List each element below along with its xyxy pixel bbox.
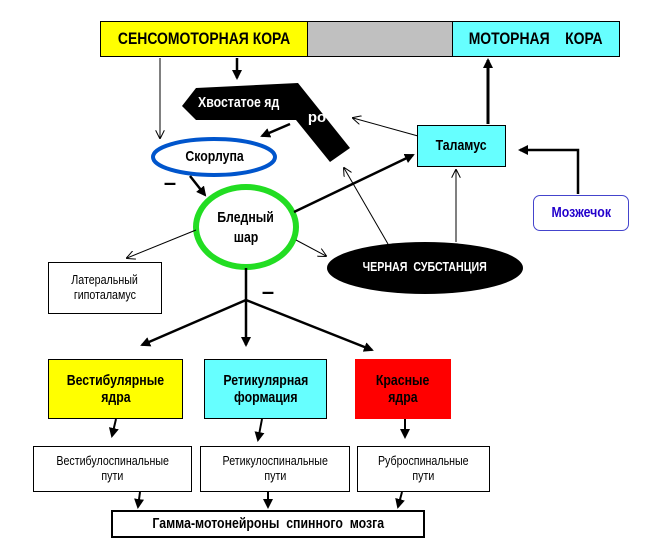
cerebellum-box: Мозжечок <box>533 195 629 231</box>
vestibular-nuclei-box: Вестибулярные ядра <box>48 359 183 419</box>
arrow-globus-nigra <box>295 239 326 256</box>
arrow-vestibular-gamma <box>134 491 145 509</box>
thalamus-box: Таламус <box>417 125 506 167</box>
substantia-nigra-label: ЧЕРНАЯ СУБСТАНЦИЯ <box>362 259 488 274</box>
arrow-to-red <box>245 298 374 352</box>
arrow-vestibular-tract <box>108 418 119 438</box>
gray-cortex-segment <box>307 21 453 57</box>
motor-cortex-label: МОТОРНАЯ КОРА <box>469 29 603 49</box>
arrow-globus-hypothalamus <box>127 229 197 258</box>
rubrospinal-tract-box: Руброспинальные пути <box>357 446 490 492</box>
lateral-hypothalamus-box: Латеральный гипоталамус <box>48 262 162 314</box>
caudate-nucleus-label: Хвостатое яд <box>198 94 280 111</box>
putamen-ring <box>151 137 277 177</box>
caudate-nucleus-shape <box>182 83 350 162</box>
arrow-rubrospinal-gamma <box>395 491 405 509</box>
caudate-nucleus-label-end: ро <box>307 109 327 126</box>
arrow-putamen-globus <box>189 175 207 197</box>
globus-pallidus-ring <box>193 184 299 270</box>
arrow-caudate-putamen <box>260 122 291 138</box>
gamma-motoneurons-box: Гамма-мотонейроны спинного мозга <box>111 510 425 538</box>
arrow-cerebellum-thalamus <box>518 145 580 194</box>
red-nuclei-box: Красные ядра <box>355 359 451 419</box>
arrow-nigra-caudate <box>344 168 389 245</box>
putamen-label: Скорлупа <box>185 148 245 165</box>
arrow-to-vestibular <box>140 298 247 347</box>
reticular-formation-box: Ретикулярная формация <box>204 359 327 419</box>
globus-pallidus-label: Бледный шар <box>217 209 275 246</box>
inhibition-mark-putamen: – <box>163 170 177 195</box>
sensorimotor-cortex-label: СЕНСОМОТОРНАЯ КОРА <box>117 29 291 49</box>
reticulospinal-tract-box: Ретикулоспинальные пути <box>200 446 350 492</box>
arrow-thalamus-caudate <box>353 118 419 137</box>
sensorimotor-cortex-box: СЕНСОМОТОРНАЯ КОРА <box>100 21 308 57</box>
vestibulospinal-tract-box: Вестибулоспинальные пути <box>33 446 192 492</box>
arrow-reticular-tract <box>254 418 265 442</box>
inhibition-mark-globus: – <box>261 279 275 304</box>
motor-cortex-box: МОТОРНАЯ КОРА <box>452 21 620 57</box>
substantia-nigra-ellipse <box>327 242 523 294</box>
